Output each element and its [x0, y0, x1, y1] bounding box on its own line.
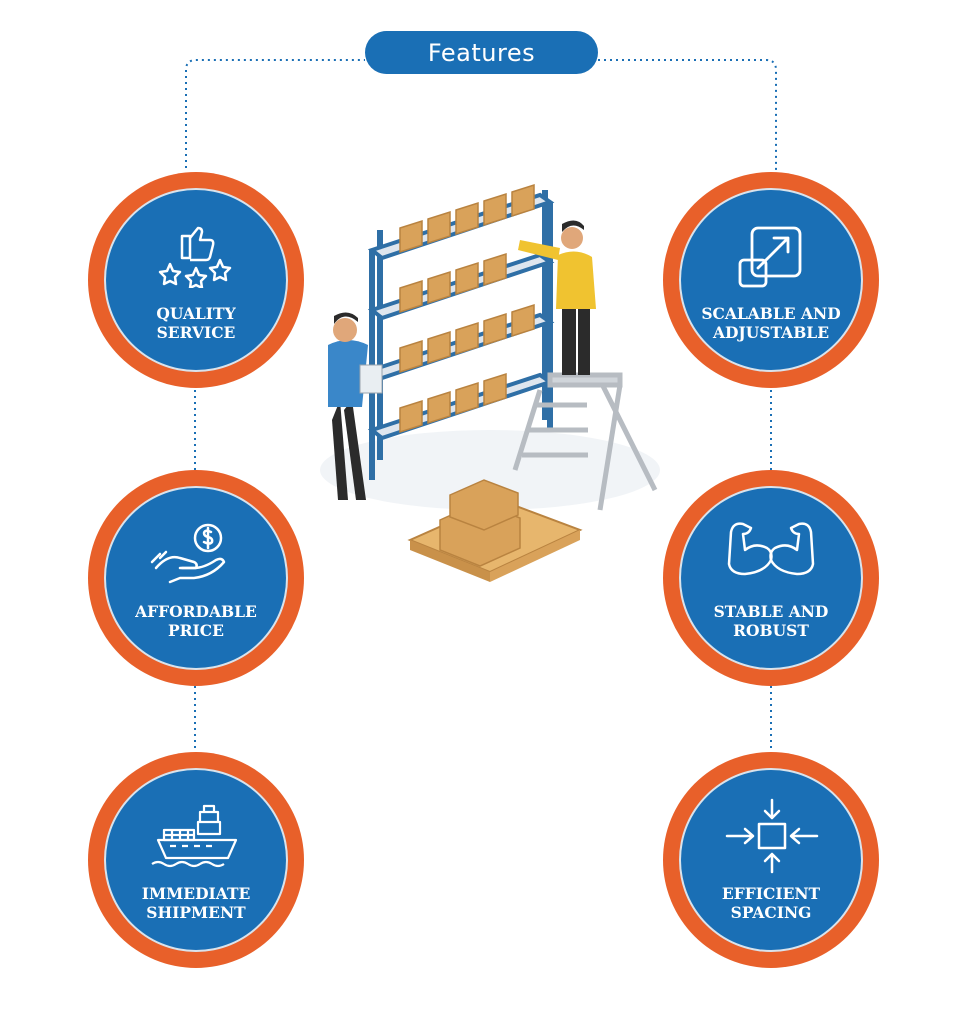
worker-on-ladder: [518, 220, 596, 375]
feature-scalable-adjustable: SCALABLE AND ADJUSTABLE: [663, 172, 879, 388]
feature-affordable-price: AFFORDABLE PRICE: [88, 470, 304, 686]
feature-stable-robust: STABLE AND ROBUST: [663, 470, 879, 686]
thumbs-up-stars-icon: [156, 224, 236, 292]
feature-quality-service: QUALITY SERVICE: [88, 172, 304, 388]
pallet-with-boxes: [407, 479, 583, 582]
step-ladder: [512, 372, 658, 511]
feature-label: EFFICIENT SPACING: [721, 884, 821, 922]
resize-arrow-icon: [736, 224, 806, 294]
feature-label: QUALITY SERVICE: [156, 304, 236, 342]
cargo-ship-icon: [148, 800, 244, 874]
feature-label: STABLE AND ROBUST: [713, 602, 829, 640]
hand-coin-icon: [150, 522, 242, 588]
feature-immediate-shipment: IMMEDIATE SHIPMENT: [88, 752, 304, 968]
warehouse-illustration: [320, 183, 660, 582]
feature-label: AFFORDABLE PRICE: [135, 602, 257, 640]
worker-with-clipboard: [328, 312, 383, 500]
compress-arrows-icon: [723, 798, 819, 878]
features-title-pill: Features: [365, 31, 598, 74]
feature-efficient-spacing: EFFICIENT SPACING: [663, 752, 879, 968]
flexed-arms-icon: [721, 518, 821, 592]
feature-label: SCALABLE AND ADJUSTABLE: [701, 304, 841, 342]
feature-label: IMMEDIATE SHIPMENT: [141, 884, 251, 922]
shelving-rack: [367, 183, 555, 480]
